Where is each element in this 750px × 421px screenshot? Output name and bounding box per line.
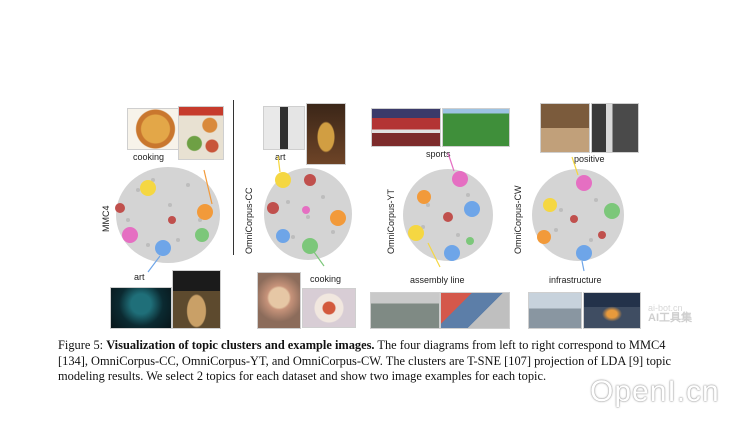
topic-label-yt-assembly-line: assembly line — [410, 275, 465, 285]
watermark-ai-bot-site: ai-bot.cn — [648, 303, 683, 313]
topic-label-cc-art: art — [275, 152, 286, 162]
topic-label-cw-infrastructure: infrastructure — [549, 275, 602, 285]
topic-label-mmc4-art: art — [134, 272, 145, 282]
topic-label-mmc4-cooking: cooking — [133, 152, 165, 162]
caption-bold-title: Visualization of topic clusters and exam… — [106, 338, 375, 352]
example-image-assembly-2 — [440, 292, 510, 329]
example-image-infrastructure-2 — [583, 292, 641, 329]
example-image-cooking-cc-1 — [257, 272, 301, 329]
tsne-scatter-omnicorpus-yt — [403, 152, 493, 268]
example-image-cooking-1 — [127, 108, 179, 150]
example-image-cooking-2 — [178, 106, 224, 160]
example-image-art-1 — [110, 287, 172, 329]
example-image-positive-1 — [540, 103, 590, 153]
example-image-infrastructure-1 — [528, 292, 582, 329]
dataset-label-omnicorpus-cw: OmniCorpus-CW — [513, 185, 523, 254]
figure-caption: Figure 5: Visualization of topic cluster… — [58, 338, 673, 385]
example-image-sports-2 — [442, 108, 510, 147]
example-image-art-cc-2 — [306, 103, 346, 165]
dataset-label-omnicorpus-cc: OmniCorpus-CC — [244, 187, 254, 254]
watermark-openi: OpenI.cn — [590, 375, 720, 408]
example-image-assembly-1 — [370, 292, 440, 329]
example-image-positive-2 — [591, 103, 639, 153]
panel-divider — [233, 100, 234, 255]
topic-label-cw-positive: positive — [574, 154, 605, 164]
topic-label-yt-sports: sports — [426, 149, 451, 159]
example-image-cooking-cc-2 — [302, 288, 356, 328]
tsne-scatter-omnicorpus-cc — [264, 155, 352, 267]
example-image-art-2 — [172, 270, 221, 329]
caption-label: Figure 5: — [58, 338, 107, 352]
topic-label-cc-cooking: cooking — [310, 274, 342, 284]
caption-body: The four diagrams from left to right cor… — [58, 338, 672, 384]
watermark-ai-bot: ai-bot.cn AI工具集 — [648, 303, 692, 324]
example-image-sports-1 — [371, 108, 441, 147]
example-image-art-cc-1 — [263, 106, 305, 150]
dataset-label-omnicorpus-yt: OmniCorpus-YT — [386, 188, 396, 254]
tsne-scatter-mmc4 — [115, 167, 220, 273]
watermark-ai-bot-brand: AI工具集 — [648, 312, 692, 324]
tsne-scatter-omnicorpus-cw — [532, 156, 624, 272]
